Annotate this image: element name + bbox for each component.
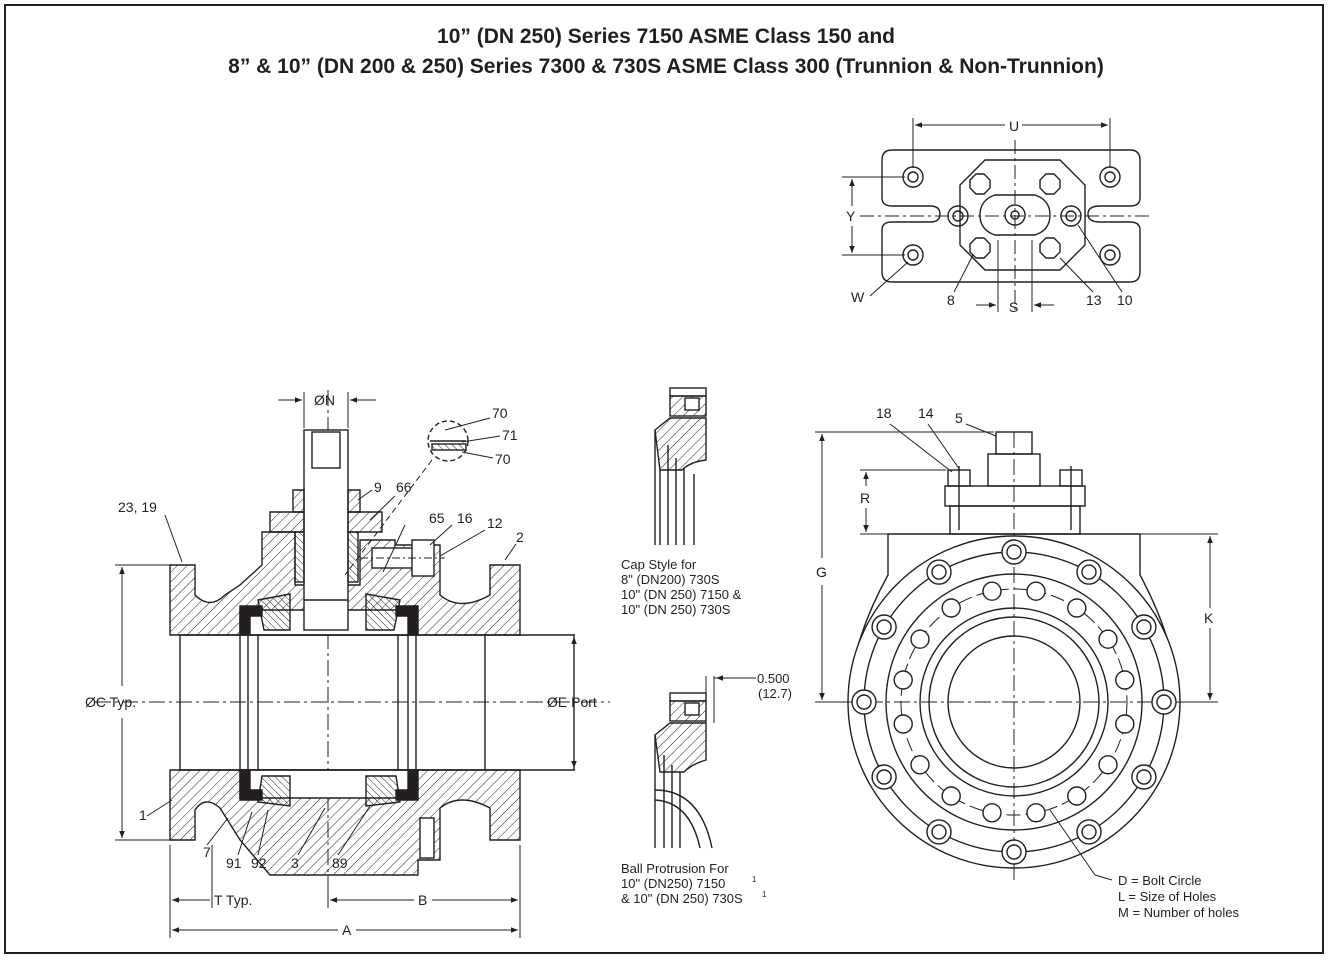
part-10-label: 10 [1117, 292, 1133, 308]
end-view [815, 423, 1218, 881]
part-66-label: 66 [396, 479, 412, 495]
flange-bolt-head [1076, 559, 1102, 585]
bolt-hole [982, 581, 1002, 601]
flange-bolt-head [1001, 839, 1027, 865]
dim-k-label: K [1204, 610, 1214, 626]
ball-caption-line-2: 10" (DN250) 7150 [621, 876, 725, 891]
ball-caption-line-3: & 10" (DN 250) 730S [621, 891, 743, 906]
part-16-label: 16 [457, 510, 473, 526]
ball-protrusion-detail [654, 675, 756, 849]
part-5-label: 5 [955, 410, 963, 426]
ball-footnote-mark-2: 1 [762, 890, 767, 899]
flange-bolts [851, 539, 1177, 865]
dim-n-label: ØN [314, 392, 335, 408]
bolt-hole [910, 629, 930, 649]
bolt-hole [982, 803, 1002, 823]
octagon-plate [959, 159, 1086, 271]
dim-a-label: A [342, 922, 352, 938]
part-92-label: 92 [251, 855, 267, 871]
drawing-title: 10” (DN 250) Series 7150 ASME Class 150 … [0, 22, 1332, 82]
part-13-label: 13 [1086, 292, 1102, 308]
part-3-label: 3 [291, 855, 299, 871]
cap-caption-line-1: Cap Style for [621, 557, 697, 572]
dim-g-label: G [816, 564, 827, 580]
dim-y-label: Y [846, 208, 856, 224]
cap-caption-line-4: 10" (DN 250) 730S [621, 602, 731, 617]
part-18-label: 18 [876, 405, 892, 421]
part-2-label: 2 [516, 529, 524, 545]
cap-style-detail [654, 387, 707, 545]
flange-bolt-head [1001, 539, 1027, 565]
section-view [95, 390, 610, 938]
part-70a-label: 70 [492, 405, 508, 421]
ball-dim-mm-label: (12.7) [758, 686, 792, 701]
cap-caption-line-2: 8" (DN200) 730S [621, 572, 720, 587]
flange-bolt-head [871, 764, 897, 790]
dim-u-label: U [1009, 118, 1019, 134]
flange-bolt-head [1076, 819, 1102, 845]
dim-w-label: W [851, 289, 865, 305]
mounting-plate-outline [881, 149, 1141, 283]
legend-hole-count: M = Number of holes [1118, 905, 1240, 920]
dim-e-label: ØE Port [547, 694, 597, 710]
part-12-label: 12 [487, 515, 503, 531]
bolt-hole [1115, 714, 1135, 734]
dim-r-label: R [860, 490, 870, 506]
ball-caption-line-1: Ball Protrusion For [621, 861, 729, 876]
cap-caption-line-3: 10" (DN 250) 7150 & [621, 587, 742, 602]
part-70b-label: 70 [495, 451, 511, 467]
dim-c-label: ØC Typ. [85, 694, 136, 710]
part-71-label: 71 [502, 427, 518, 443]
flange-bolt-head [1131, 764, 1157, 790]
dim-b-label: B [418, 892, 427, 908]
title-line-2: 8” & 10” (DN 200 & 250) Series 7300 & 73… [228, 55, 1104, 78]
flange-bolt-head [1151, 689, 1177, 715]
flange-bolt-head [1131, 614, 1157, 640]
part-91-label: 91 [226, 855, 242, 871]
flange-bolt-head [926, 819, 952, 845]
top-view [842, 118, 1150, 312]
bolt-hole [941, 786, 961, 806]
bolt-holes [893, 581, 1135, 823]
flange-bolt-head [851, 689, 877, 715]
bolt-hole [893, 670, 913, 690]
title-line-1: 10” (DN 250) Series 7150 ASME Class 150 … [437, 25, 895, 48]
dim-s-label: S [1009, 299, 1018, 315]
part-23-19-label: 23, 19 [118, 499, 157, 515]
legend-hole-size: L = Size of Holes [1118, 889, 1217, 904]
legend-bolt-circle: D = Bolt Circle [1118, 873, 1201, 888]
part-89-label: 89 [332, 855, 348, 871]
bolt-hole [1026, 803, 1046, 823]
ball-dim-inch-label: 0.500 [757, 671, 790, 686]
bolt-hole [1067, 786, 1087, 806]
bolt-hole [941, 598, 961, 618]
bolt-hole [1115, 670, 1135, 690]
part-65-label: 65 [429, 510, 445, 526]
part-9-label: 9 [374, 479, 382, 495]
flange-bolt-head [871, 614, 897, 640]
ball-footnote-mark-1: 1 [752, 875, 757, 884]
bolt-hole [1067, 598, 1087, 618]
part-14-label: 14 [918, 405, 934, 421]
bolt-hole [1098, 755, 1118, 775]
bolt-hole [893, 714, 913, 734]
bolt-hole [910, 755, 930, 775]
dim-t-label: T Typ. [214, 892, 252, 908]
bolt-hole [1026, 581, 1046, 601]
bolt-hole [1098, 629, 1118, 649]
part-7-label: 7 [203, 844, 211, 860]
part-1-label: 1 [139, 807, 147, 823]
flange-bolt-head [926, 559, 952, 585]
part-8-label: 8 [947, 292, 955, 308]
